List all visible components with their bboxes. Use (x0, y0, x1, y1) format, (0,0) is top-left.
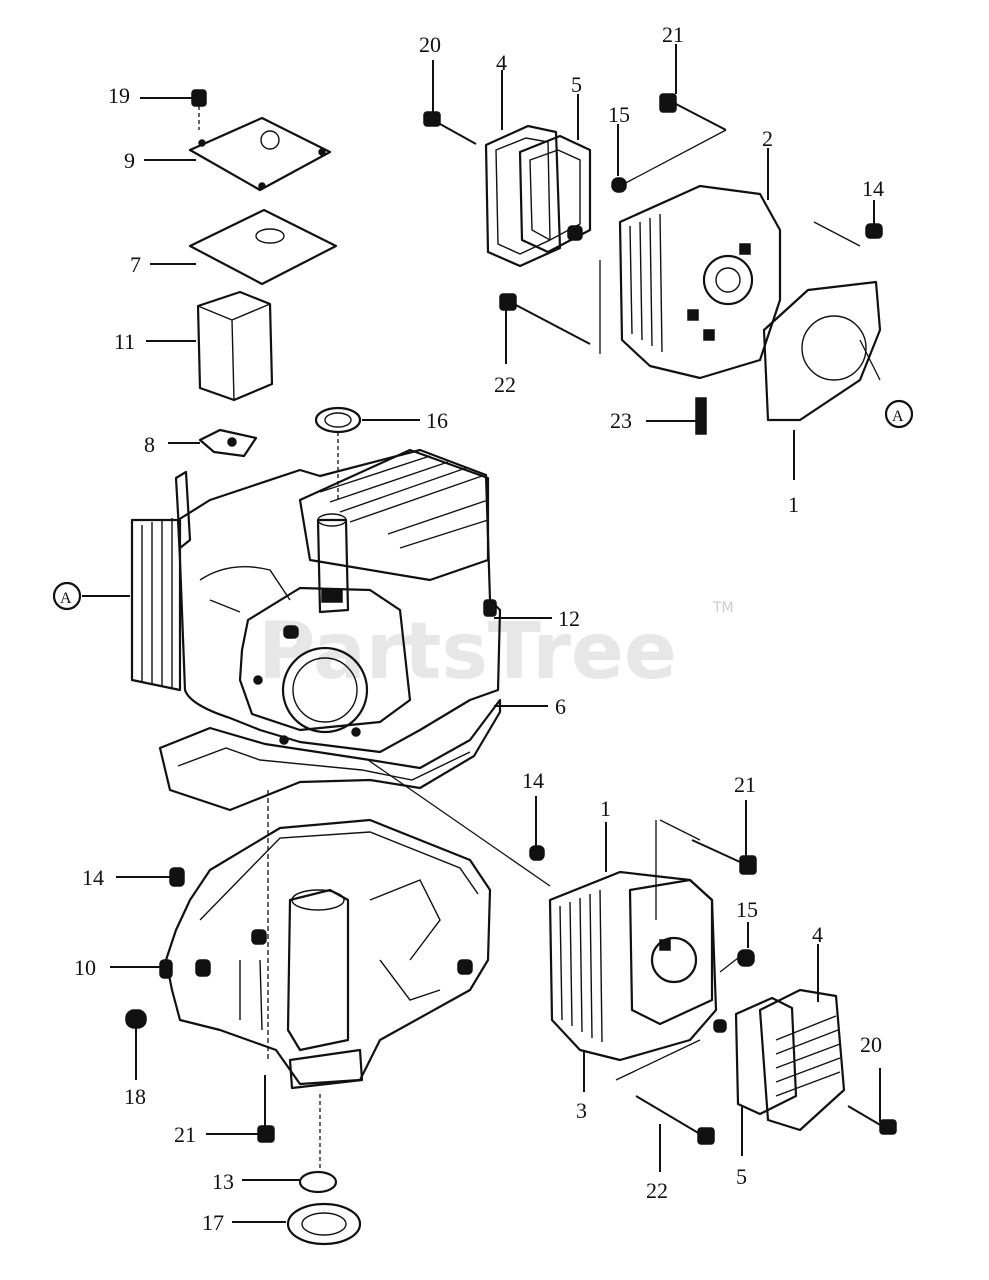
part-5-gasket-right[interactable] (734, 996, 798, 1156)
part-15-nut-top[interactable] (611, 124, 627, 193)
svg-text:A: A (60, 590, 72, 607)
callout-10: 10 (74, 955, 96, 980)
callout-14-top: 14 (862, 176, 884, 201)
callout-7: 7 (130, 252, 141, 277)
part-21-bolt-bottom[interactable] (206, 1075, 275, 1143)
callout-13: 13 (212, 1169, 234, 1194)
callout-1-right: 1 (600, 796, 611, 821)
part-9-cover-plate[interactable] (144, 116, 332, 192)
part-5-gasket-top[interactable] (518, 94, 592, 254)
callout-2: 2 (762, 126, 773, 151)
part-22-bolt-top[interactable] (499, 260, 601, 364)
part-10-crankcase-cover[interactable] (110, 790, 492, 1090)
callout-22-top: 22 (494, 372, 516, 397)
part-14-dowel-top[interactable] (813, 200, 883, 247)
callout-5-right: 5 (736, 1164, 747, 1189)
part-15-nut-right[interactable] (719, 922, 755, 973)
callout-18: 18 (124, 1084, 146, 1109)
callout-1-top: 1 (788, 492, 799, 517)
part-7-gasket[interactable] (150, 208, 338, 286)
callout-15-top: 15 (608, 102, 630, 127)
callout-23: 23 (610, 408, 632, 433)
callout-21-top: 21 (662, 22, 684, 47)
callout-9: 9 (124, 148, 135, 173)
callout-22-right: 22 (646, 1178, 668, 1203)
callout-4-right: 4 (812, 922, 823, 947)
callout-6: 6 (555, 694, 566, 719)
callout-5-top: 5 (571, 72, 582, 97)
callout-21-bottom: 21 (174, 1122, 196, 1147)
part-8-bracket[interactable] (168, 428, 258, 458)
ref-marker-a-right: A (884, 399, 914, 429)
part-19-screw[interactable] (140, 89, 207, 130)
part-22-bolt-right[interactable] (615, 1039, 715, 1172)
part-11-filter-element[interactable] (146, 290, 274, 402)
watermark-tm: TM (712, 600, 734, 616)
part-14-dowel-left[interactable] (116, 867, 185, 887)
part-4-valve-cover-right[interactable] (758, 944, 846, 1132)
callout-11: 11 (114, 329, 135, 354)
svg-text:A: A (892, 408, 904, 425)
part-17-oil-seal[interactable] (232, 1202, 362, 1246)
callout-19: 19 (108, 83, 130, 108)
part-20-screw-top[interactable] (423, 60, 477, 145)
part-14-dowel-right[interactable] (529, 796, 545, 861)
callout-16: 16 (426, 408, 448, 433)
part-13-seal[interactable] (242, 1094, 338, 1194)
callout-15-right: 15 (736, 897, 758, 922)
part-6-cylinder-block[interactable] (130, 448, 502, 812)
ref-marker-a-left: A (52, 581, 130, 611)
callout-17: 17 (202, 1210, 224, 1235)
part-16-seal[interactable] (314, 406, 420, 500)
callout-12: 12 (558, 606, 580, 631)
part-20-screw-right[interactable] (847, 1068, 897, 1135)
callout-20-top: 20 (419, 32, 441, 57)
part-2-cylinder-head[interactable] (567, 148, 782, 380)
part-3-cylinder-head-right[interactable] (548, 819, 727, 1092)
callout-14-right: 14 (522, 768, 544, 793)
callout-3: 3 (576, 1098, 587, 1123)
watermark: PartsTree (258, 607, 677, 697)
callout-14-left: 14 (82, 865, 104, 890)
callout-20-right: 20 (860, 1032, 882, 1057)
part-18-plug[interactable] (125, 1009, 147, 1080)
part-1-head-gasket-top[interactable] (762, 280, 882, 480)
callout-4-top: 4 (496, 50, 507, 75)
part-12-leaders (367, 617, 552, 887)
part-21-bolt-right[interactable] (691, 800, 757, 875)
part-23-pin[interactable] (646, 397, 707, 435)
callout-21-right: 21 (734, 772, 756, 797)
callout-8: 8 (144, 432, 155, 457)
part-21-bolt-top[interactable] (619, 44, 727, 187)
callout-labels: 19 9 7 11 8 16 20 4 5 21 15 2 14 22 23 1… (74, 22, 884, 1235)
